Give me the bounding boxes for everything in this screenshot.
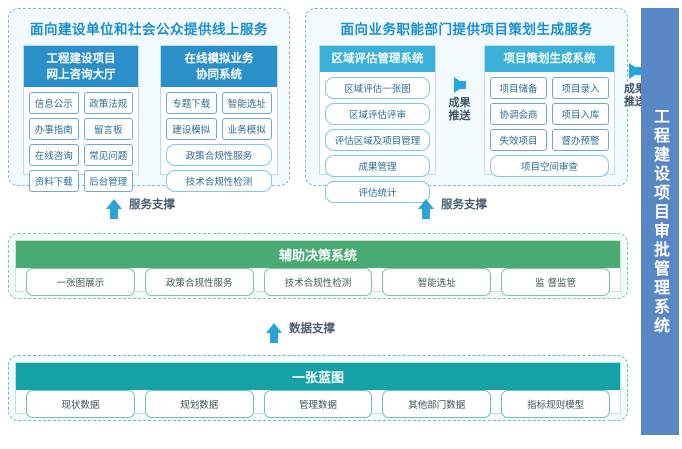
pill-item[interactable]: 政策合规性服务	[166, 144, 272, 167]
card-online-sim-header: 在线模拟业务 协同系统	[161, 46, 277, 88]
blueprint-panel: 一张蓝图 现状数据 规划数据 管理数据 其他部门数据 指标规则模型	[8, 355, 628, 421]
card-row: 协调会商 项目入库	[490, 102, 609, 125]
card-row: 专题下载 智能选址	[166, 92, 272, 115]
system-title-sidebar: 工程建设项目审批管理系统	[641, 8, 679, 435]
pill-item[interactable]: 办事指南	[29, 118, 79, 141]
arrow-up-icon	[266, 323, 282, 343]
blueprint-item[interactable]: 管理数据	[263, 390, 373, 418]
arrow-up-icon	[106, 199, 122, 219]
decision-item[interactable]: 技术合规性检测	[263, 268, 373, 296]
panel-public-service-title: 面向建设单位和社会公众提供线上服务	[30, 22, 268, 38]
service-support-right-label: 服务支撑	[441, 197, 487, 211]
pill-item[interactable]: 留言板	[83, 118, 133, 141]
blueprint-items: 现状数据 规划数据 管理数据 其他部门数据 指标规则模型	[16, 390, 620, 418]
result-push-inner-line2: 推送	[448, 108, 471, 122]
card-row: 信息公示 政策法规	[29, 92, 133, 115]
pill-item[interactable]: 督办预警	[552, 128, 609, 151]
card-consult-hall[interactable]: 工程建设项目 网上咨询大厅 信息公示 政策法规 办事指南 留言板 在线咨询 常见…	[23, 45, 139, 193]
blueprint-item[interactable]: 指标规则模型	[501, 390, 610, 418]
pill-item[interactable]: 信息公示	[29, 92, 79, 115]
card-proj-plan[interactable]: 项目策划生成系统 项目储备 项目录入 协调会商 项目入库 失效项目 督办预警 项…	[484, 45, 615, 177]
panel-dept-service: 面向业务职能部门提供项目策划生成服务 区域评估管理系统 区域评估一张图 区域评估…	[305, 8, 628, 203]
card-online-sim-title-line1: 在线模拟业务	[184, 51, 254, 65]
decision-item[interactable]: 监 督监管	[501, 268, 610, 296]
card-proj-plan-body: 项目储备 项目录入 协调会商 项目入库 失效项目 督办预警 项目空间审查	[485, 72, 614, 183]
pill-item[interactable]: 失效项目	[490, 128, 547, 151]
decision-item[interactable]: 智能选址	[382, 268, 492, 296]
pill-item[interactable]: 项目录入	[552, 76, 609, 99]
card-online-sim[interactable]: 在线模拟业务 协同系统 专题下载 智能选址 建设模拟 业务模拟 政策合规性服务 …	[160, 45, 278, 193]
panel-public-service: 面向建设单位和社会公众提供线上服务 工程建设项目 网上咨询大厅 信息公示 政策法…	[8, 8, 290, 193]
card-area-eval-body: 区域评估一张图 区域评估评审 评估区域及项目管理 成果管理 评估统计	[320, 72, 435, 209]
result-push-inner: 成果 推送	[437, 77, 482, 122]
blueprint-title: 一张蓝图	[16, 363, 620, 390]
arrow-right-icon	[629, 63, 641, 79]
pill-item[interactable]: 成果管理	[325, 154, 430, 177]
result-push-outer: 成果 推送	[617, 63, 653, 108]
card-consult-hall-title-line1: 工程建设项目	[46, 51, 116, 65]
pill-item[interactable]: 区域评估评审	[325, 102, 430, 125]
card-row: 资料下载 后台管理	[29, 170, 133, 193]
pill-item[interactable]: 后台管理	[83, 170, 133, 193]
blueprint-item[interactable]: 现状数据	[26, 390, 135, 418]
card-consult-hall-title-line2: 网上咨询大厅	[46, 66, 116, 81]
result-push-inner-line1: 成果	[448, 96, 471, 109]
card-proj-plan-title-line1: 项目策划生成系统	[503, 51, 596, 65]
blueprint-inner: 一张蓝图 现状数据 规划数据 管理数据 其他部门数据 指标规则模型	[15, 362, 621, 418]
card-area-eval-title-line1: 区域评估管理系统	[331, 51, 424, 65]
pill-item[interactable]: 协调会商	[490, 102, 547, 125]
pill-item[interactable]: 区域评估一张图	[325, 76, 430, 99]
decision-support-items: 一张图展示 政策合规性服务 技术合规性检测 智能选址 监 督监管	[16, 268, 620, 296]
card-proj-plan-header: 项目策划生成系统	[485, 46, 614, 72]
pill-item[interactable]: 在线咨询	[29, 144, 79, 167]
blueprint-item[interactable]: 其他部门数据	[382, 390, 492, 418]
pill-item[interactable]: 评估区域及项目管理	[325, 128, 430, 151]
service-support-left-label: 服务支撑	[129, 197, 175, 211]
pill-item[interactable]: 常见问题	[83, 144, 133, 167]
card-online-sim-body: 专题下载 智能选址 建设模拟 业务模拟 政策合规性服务 技术合规性检测	[161, 87, 277, 198]
card-consult-hall-header: 工程建设项目 网上咨询大厅	[24, 46, 138, 88]
system-title-text: 工程建设项目审批管理系统	[651, 107, 670, 336]
card-row: 建设模拟 业务模拟	[166, 118, 272, 141]
card-area-eval-header: 区域评估管理系统	[320, 46, 435, 72]
decision-item[interactable]: 政策合规性服务	[144, 268, 254, 296]
pill-item[interactable]: 政策法规	[83, 92, 133, 115]
service-support-left: 服务支撑	[106, 196, 175, 219]
blueprint-item[interactable]: 规划数据	[144, 390, 254, 418]
pill-item[interactable]: 技术合规性检测	[166, 170, 272, 193]
card-row: 失效项目 督办预警	[490, 128, 609, 151]
pill-item[interactable]: 业务模拟	[221, 118, 272, 141]
decision-support-title: 辅助决策系统	[16, 241, 620, 268]
card-consult-hall-body: 信息公示 政策法规 办事指南 留言板 在线咨询 常见问题 资料下载 后台管理	[24, 87, 138, 198]
card-row: 办事指南 留言板	[29, 118, 133, 141]
pill-item[interactable]: 评估统计	[325, 180, 430, 203]
decision-item[interactable]: 一张图展示	[26, 268, 135, 296]
service-support-right: 服务支撑	[418, 196, 487, 219]
decision-support-panel: 辅助决策系统 一张图展示 政策合规性服务 技术合规性检测 智能选址 监 督监管	[8, 233, 628, 299]
decision-support-inner: 辅助决策系统 一张图展示 政策合规性服务 技术合规性检测 智能选址 监 督监管	[15, 240, 621, 296]
pill-item[interactable]: 资料下载	[29, 170, 79, 193]
pill-item[interactable]: 项目空间审查	[490, 154, 609, 177]
panel-dept-service-title: 面向业务职能部门提供项目策划生成服务	[340, 22, 593, 38]
pill-item[interactable]: 项目储备	[490, 76, 547, 99]
pill-item[interactable]: 智能选址	[221, 92, 272, 115]
pill-item[interactable]: 建设模拟	[166, 118, 217, 141]
card-online-sim-title-line2: 协同系统	[196, 66, 242, 81]
pill-item[interactable]: 专题下载	[166, 92, 217, 115]
result-push-inner-label: 成果 推送	[448, 96, 471, 122]
data-support: 数据支撑	[266, 320, 335, 343]
result-push-outer-line2: 推送	[624, 94, 646, 108]
data-support-label: 数据支撑	[289, 321, 335, 335]
result-push-outer-label: 成果 推送	[624, 82, 646, 108]
card-row: 在线咨询 常见问题	[29, 144, 133, 167]
card-area-eval[interactable]: 区域评估管理系统 区域评估一张图 区域评估评审 评估区域及项目管理 成果管理 评…	[319, 45, 436, 203]
card-row: 项目储备 项目录入	[490, 76, 609, 99]
result-push-outer-line1: 成果	[624, 82, 646, 95]
arrow-up-icon	[418, 199, 434, 219]
arrow-right-icon	[453, 77, 466, 93]
pill-item[interactable]: 项目入库	[552, 102, 609, 125]
